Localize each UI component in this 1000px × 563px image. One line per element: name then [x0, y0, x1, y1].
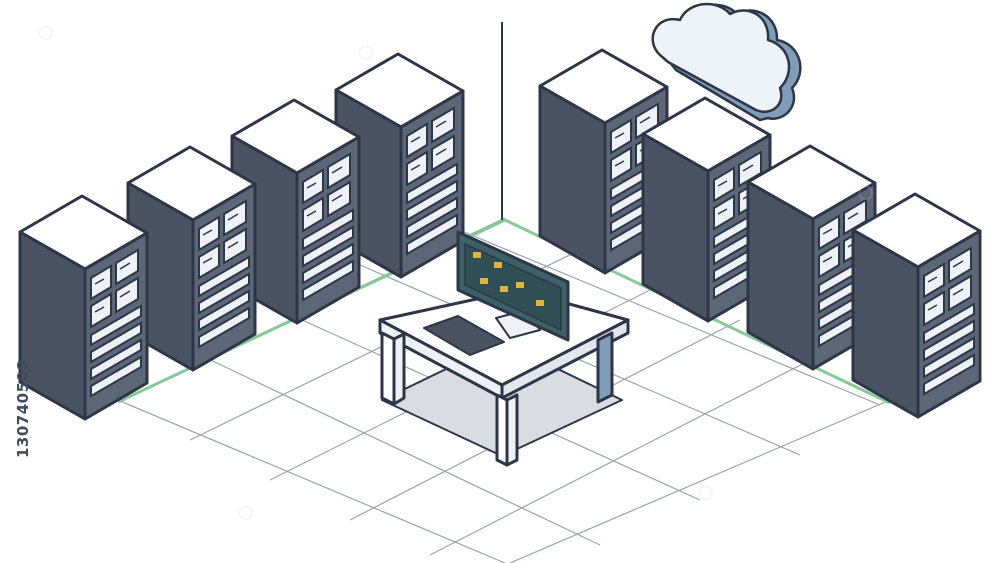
svg-text:○: ○	[35, 20, 57, 45]
svg-text:○: ○	[695, 480, 717, 505]
server-rack-left-1	[18, 194, 149, 421]
svg-text:○: ○	[855, 180, 877, 205]
keyboard	[423, 315, 505, 356]
server-rack-right-4	[851, 192, 982, 419]
svg-text:○: ○	[235, 500, 257, 525]
svg-text:○: ○	[355, 40, 377, 65]
monitor	[456, 230, 570, 342]
watermark-pattern: ○ ○ ○ ○ ○	[35, 20, 877, 525]
cloud-icon	[651, 2, 802, 122]
stock-image-id: 130740508	[14, 359, 32, 458]
